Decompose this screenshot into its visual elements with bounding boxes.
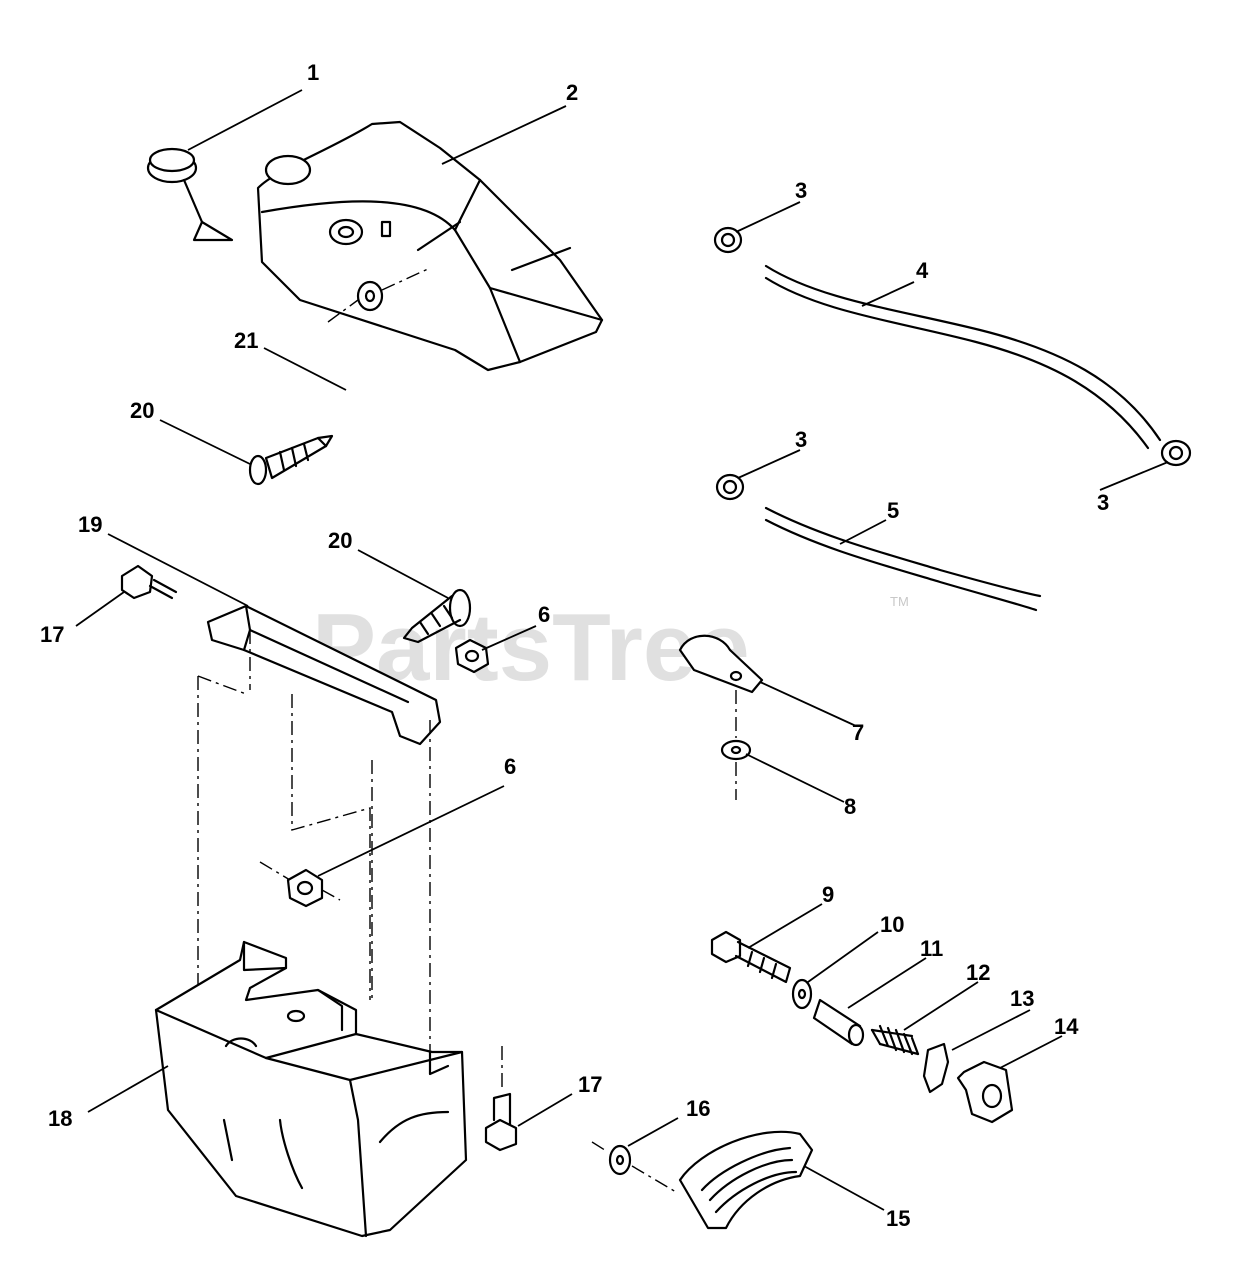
part-cover-18[interactable] [154, 940, 468, 1238]
callout-18[interactable]: 18 [48, 1106, 72, 1131]
callout-16[interactable]: 16 [686, 1096, 710, 1121]
callout-8[interactable]: 8 [844, 794, 856, 819]
callout-1[interactable]: 1 [307, 60, 319, 85]
part-washer-8[interactable] [720, 739, 752, 761]
part-fuel-tank[interactable] [256, 120, 604, 372]
callout-3-middle[interactable]: 3 [795, 427, 807, 452]
part-nut-6-lower[interactable] [286, 868, 324, 908]
callout-7[interactable]: 7 [852, 720, 864, 745]
part-washer-16[interactable] [608, 1144, 632, 1176]
part-clip-13[interactable] [922, 1042, 950, 1094]
callout-6-lower[interactable]: 6 [504, 754, 516, 779]
part-bolt-17-upper[interactable] [120, 564, 178, 600]
part-spring-12[interactable] [870, 1024, 920, 1056]
callout-10[interactable]: 10 [880, 912, 904, 937]
callout-21[interactable]: 21 [234, 328, 258, 353]
part-fuel-line-4[interactable] [764, 264, 1162, 450]
part-washer-21[interactable] [356, 280, 384, 312]
callout-19[interactable]: 19 [78, 512, 102, 537]
part-spacer-11[interactable] [812, 998, 865, 1047]
callout-20-middle[interactable]: 20 [328, 528, 352, 553]
part-bolt-20-middle[interactable] [402, 588, 472, 644]
callout-3-right[interactable]: 3 [1097, 490, 1109, 515]
part-line-clamp-7[interactable] [678, 634, 764, 694]
part-screw-20-upper[interactable] [248, 434, 334, 486]
callout-12[interactable]: 12 [966, 960, 990, 985]
part-hose-clamp-right[interactable] [1160, 439, 1192, 467]
part-hose-clamp-upper[interactable] [713, 226, 743, 254]
part-washer-10[interactable] [791, 978, 813, 1010]
callout-6-upper[interactable]: 6 [538, 602, 550, 627]
part-fuel-line-5[interactable] [764, 506, 1042, 612]
callout-4[interactable]: 4 [916, 258, 929, 283]
callout-13[interactable]: 13 [1010, 986, 1034, 1011]
part-bushing-14[interactable] [956, 1060, 1014, 1124]
watermark-trademark: TM [890, 594, 909, 609]
part-hose-clamp-middle[interactable] [715, 473, 745, 501]
callout-9[interactable]: 9 [822, 882, 834, 907]
part-bolt-9[interactable] [710, 930, 792, 984]
callout-15[interactable]: 15 [886, 1206, 910, 1231]
callout-3-upper[interactable]: 3 [795, 178, 807, 203]
part-bolt-17-lower[interactable] [484, 1092, 518, 1152]
callout-17-lower[interactable]: 17 [578, 1072, 602, 1097]
callout-20-upper[interactable]: 20 [130, 398, 154, 423]
part-nut-6-upper[interactable] [454, 638, 490, 674]
callout-2[interactable]: 2 [566, 80, 578, 105]
part-height-plate-15[interactable] [678, 1130, 814, 1230]
callout-5[interactable]: 5 [887, 498, 899, 523]
callout-17-upper[interactable]: 17 [40, 622, 64, 647]
leader-lines [75, 89, 1169, 1211]
callout-11[interactable]: 11 [920, 936, 943, 961]
callout-numbers: 1 2 3 4 3 3 5 6 7 8 21 20 20 19 17 6 9 1… [40, 60, 1109, 1231]
callout-14[interactable]: 14 [1054, 1014, 1079, 1039]
part-fuel-cap[interactable] [146, 147, 234, 242]
